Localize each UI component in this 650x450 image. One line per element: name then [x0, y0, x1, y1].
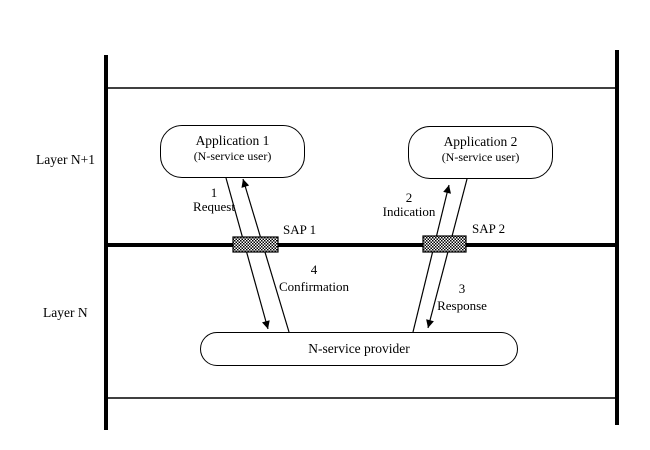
- sap2-connector: [422, 235, 467, 253]
- response-number: 3: [458, 281, 466, 296]
- response-label-group: 3 Response: [412, 280, 512, 314]
- sap2-label: SAP 2: [472, 221, 506, 236]
- confirmation-arrow: [241, 178, 290, 333]
- response-label: Response: [437, 298, 487, 313]
- indication-number: 2: [405, 190, 413, 205]
- response-arrow: [426, 178, 468, 329]
- application-2-node: Application 2 (N-service user): [408, 126, 553, 179]
- request-arrow: [225, 177, 270, 330]
- application-1-subtitle: (N-service user): [193, 148, 272, 163]
- layer-n-plus-1-label: Layer N+1: [36, 152, 95, 167]
- application-2-subtitle: (N-service user): [441, 149, 520, 164]
- n-service-provider-node: N-service provider: [200, 332, 518, 366]
- application-1-node: Application 1 (N-service user): [160, 125, 305, 178]
- request-label: Request: [193, 199, 235, 214]
- request-number: 1: [210, 185, 218, 200]
- sap1-connector: [232, 236, 279, 253]
- application-1-title: Application 1: [195, 132, 270, 148]
- confirmation-label-group: 4 Confirmation: [264, 261, 364, 295]
- indication-arrow: [412, 184, 451, 333]
- indication-label-group: 2 Indication: [359, 191, 459, 219]
- request-label-group: 1 Request: [164, 186, 264, 214]
- application-2-title: Application 2: [443, 133, 518, 149]
- confirmation-label: Confirmation: [278, 279, 350, 294]
- indication-label: Indication: [382, 204, 436, 219]
- sap1-label: SAP 1: [283, 222, 317, 237]
- layer-n-label: Layer N: [43, 305, 88, 320]
- confirmation-number: 4: [310, 262, 318, 277]
